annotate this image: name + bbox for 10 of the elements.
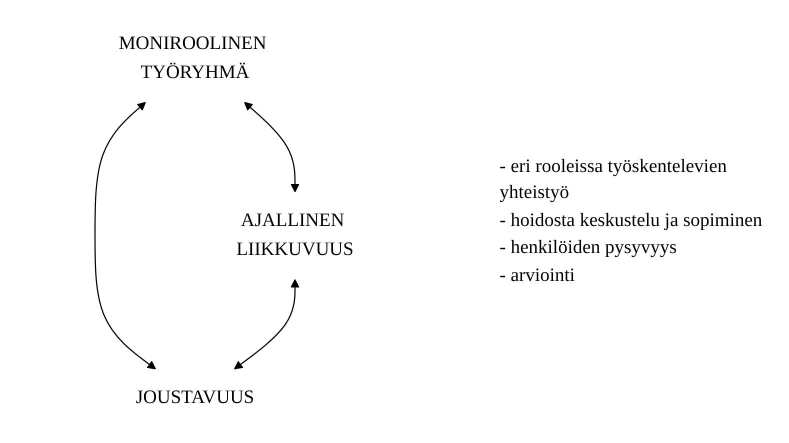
note-text: - eri rooleissa työskentelevien yhteistyö xyxy=(500,155,728,206)
arrow xyxy=(94,102,156,370)
arrow xyxy=(244,102,299,193)
note-text: - arviointi xyxy=(500,264,576,288)
node-text: AJALLINEN LIIKKUVUUS xyxy=(236,210,354,260)
node-text: MONIROOLINEN TYÖRYHMÄ xyxy=(118,33,266,83)
node-text: JOUSTAVUUS xyxy=(135,387,254,408)
note-text: - henkilöiden pysyvyys xyxy=(500,236,678,260)
arrow xyxy=(234,279,299,370)
note-text: - hoidosta keskustelu ja sopiminen xyxy=(500,208,764,233)
